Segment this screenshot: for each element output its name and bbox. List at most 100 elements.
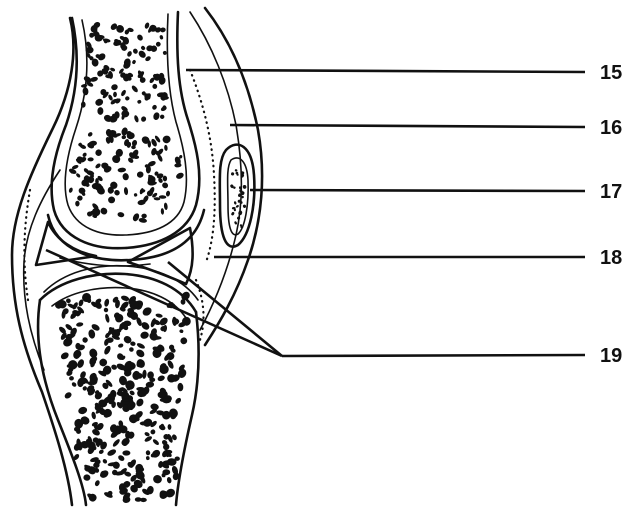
trabecular-pore (141, 214, 146, 219)
trabecular-pore (110, 83, 118, 91)
trabecular-pore (140, 116, 147, 123)
trabecular-pore (120, 295, 130, 302)
trabecular-pore (87, 131, 93, 137)
trabecular-pore (231, 172, 235, 176)
trabecular-pore (117, 212, 125, 218)
trabecular-pore (109, 130, 117, 135)
trabecular-pore (102, 458, 108, 464)
tibia-spongy-bone (54, 290, 193, 504)
trabecular-pore (141, 306, 153, 318)
trabecular-pore (90, 206, 102, 218)
trabecular-pore (160, 27, 166, 33)
trabecular-pore (94, 163, 101, 170)
trabecular-pore (150, 448, 161, 459)
trabecular-pore (77, 406, 88, 415)
trabecular-pore (103, 307, 109, 313)
trabecular-pore (174, 397, 182, 405)
leader-line-17 (250, 190, 585, 191)
trabecular-pore (81, 84, 88, 89)
trabecular-pore (104, 313, 110, 323)
trabecular-pore (94, 479, 101, 486)
trabecular-pore (146, 456, 150, 461)
trabecular-pore (99, 206, 109, 216)
trabecular-pore (234, 201, 237, 205)
trabecular-pore (162, 134, 172, 144)
trabecular-pore (158, 489, 168, 499)
trabecular-pore (136, 342, 146, 350)
fat-pad-dotted (24, 190, 30, 300)
trabecular-pore (179, 329, 184, 334)
leader-line-19-main (282, 355, 585, 356)
capsule-contour-left (24, 170, 60, 370)
trabecular-pore (126, 50, 132, 57)
trabecular-pore (167, 424, 171, 430)
trabecular-pore (234, 169, 237, 172)
trabecular-pore (152, 112, 160, 121)
trabecular-pore (164, 202, 168, 210)
trabecular-pore (68, 187, 73, 193)
trabecular-pore (158, 316, 169, 327)
trabecular-pore (63, 391, 72, 400)
trabecular-pore (132, 59, 137, 64)
trabecular-pore (242, 204, 246, 208)
trabecular-pore (152, 438, 160, 446)
trabecular-pore (160, 114, 165, 119)
trabecular-pore (135, 358, 146, 370)
trabecular-pore (60, 351, 70, 361)
trabecular-pore (76, 322, 84, 327)
trabecular-pore (112, 438, 121, 448)
trabecular-pore (142, 370, 147, 380)
trabecular-pore (140, 45, 146, 51)
trabecular-pore (180, 337, 188, 345)
trabecular-pore (157, 374, 166, 382)
trabecular-pore (76, 358, 85, 369)
trabecular-pore (136, 33, 144, 41)
trabecular-pore (162, 50, 167, 55)
trabecular-pore (138, 217, 147, 223)
trabecular-pore (151, 104, 157, 111)
label-18: 18 (600, 247, 622, 269)
trabecular-pore (234, 221, 238, 225)
trabecular-pore (71, 381, 77, 387)
trabecular-pore (94, 98, 104, 107)
trabecular-pore (155, 41, 161, 47)
trabecular-pore (113, 189, 121, 197)
trabecular-pore (177, 383, 183, 392)
trabecular-pore (161, 208, 165, 215)
trabecular-pore (152, 84, 157, 89)
trabecular-pore (75, 201, 80, 207)
trabecular-pore (110, 364, 117, 371)
trabecular-pore (140, 331, 150, 340)
trabecular-pore (242, 185, 246, 189)
trabecular-pore (88, 329, 96, 339)
trabecular-pore (157, 461, 163, 469)
trabecular-pore (137, 49, 147, 59)
trabecular-pore (161, 181, 169, 189)
leader-line-16 (230, 125, 585, 127)
trabecular-pore (121, 135, 126, 140)
trabecular-pore (81, 102, 86, 108)
trabecular-pore (144, 435, 153, 443)
trabecular-pore (132, 48, 139, 55)
trabecular-pore (93, 391, 103, 401)
trabecular-pore (137, 99, 142, 104)
trabecular-pore (113, 92, 117, 98)
trabecular-pore (117, 167, 126, 172)
trabecular-pore (91, 411, 97, 419)
trabecular-pore (144, 431, 151, 437)
leader-line-15 (186, 70, 585, 72)
trabecular-pore (82, 87, 89, 96)
trabecular-pore (155, 313, 163, 318)
trabecular-pore (231, 211, 235, 216)
trabecular-pore (152, 474, 163, 484)
trabecular-pore (164, 145, 168, 151)
trabecular-pore (133, 115, 139, 123)
trabecular-pore (82, 152, 88, 158)
trabecular-pore (163, 175, 168, 181)
trabecular-pore (117, 454, 125, 462)
trabecular-pore (136, 171, 144, 179)
trabecular-pore (145, 450, 150, 456)
trabecular-pore (104, 298, 110, 307)
trabecular-pore (125, 96, 130, 101)
